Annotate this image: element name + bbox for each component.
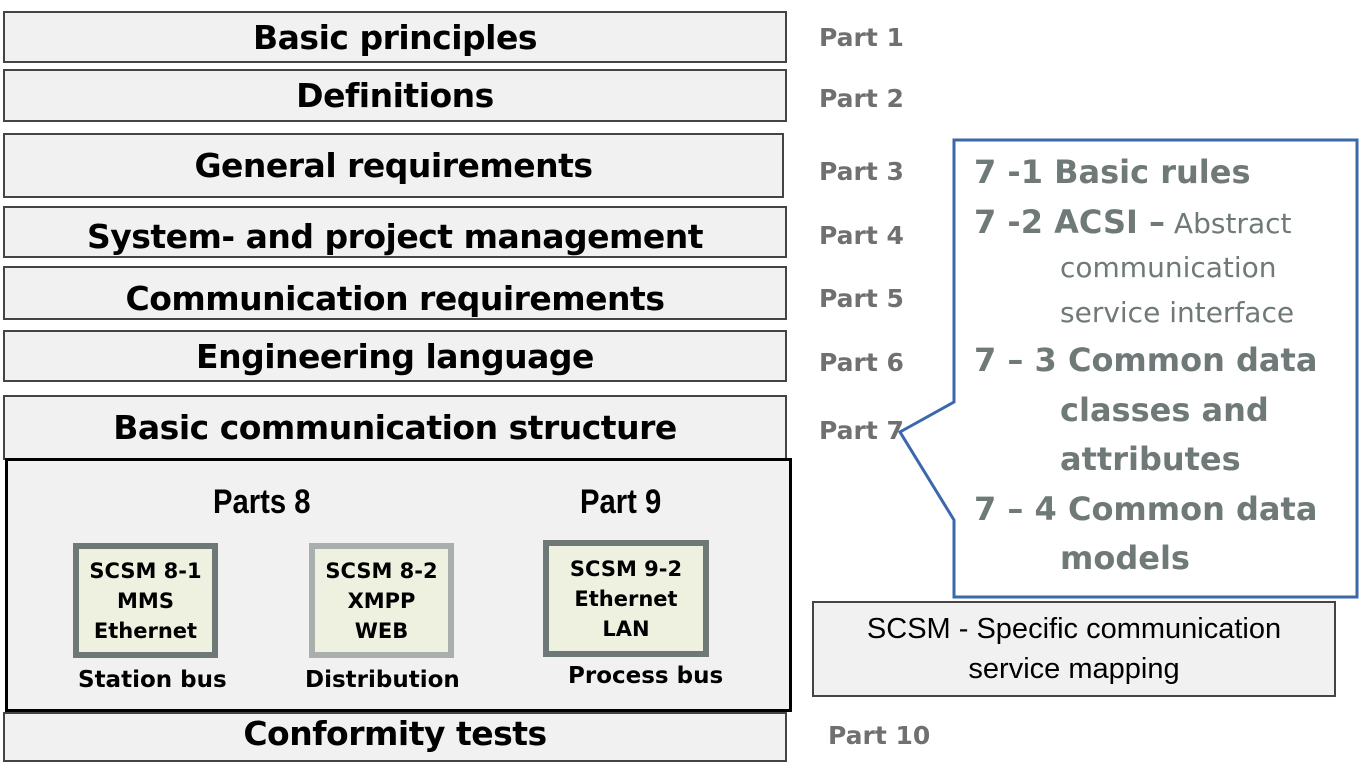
scsm-8-2-line3: WEB [354,618,409,643]
callout-item-7-3-cont1: classes and [1060,391,1269,429]
scsm-8-2-box: SCSM 8-2 XMPP WEB [309,543,454,658]
scsm-8-1-line1: SCSM 8-1 [89,558,202,583]
scsm-9-2-box: SCSM 9-2 Ethernet LAN [543,540,709,657]
row-basic-principles: Basic principles [3,11,787,63]
callout-item-7-2: 7 -2 ACSI – Abstract [974,203,1291,241]
row-communication-requirements: Communication requirements [3,266,787,320]
scsm-8-2-line2: XMPP [347,588,416,613]
scsm-definition-box: SCSM - Specific communication service ma… [812,601,1336,697]
callout-item-7-2-cont1: communication [1060,251,1277,284]
process-bus-label: Process bus [568,663,724,689]
parts-8-title: Parts 8 [213,483,311,521]
part-9-title: Part 9 [580,483,662,521]
callout-item-7-2-bold: 7 -2 ACSI – [974,203,1166,241]
part-1-label: Part 1 [819,23,904,52]
scsm-9-2-line3: LAN [602,616,650,641]
station-bus-label: Station bus [78,667,227,693]
row-system-project-management: System- and project management [3,206,787,258]
part-4-label: Part 4 [819,221,904,250]
callout-item-7-1: 7 -1 Basic rules [974,153,1251,191]
scsm-8-1-line3: Ethernet [93,618,198,643]
scsm-definition-line2: service mapping [968,653,1180,685]
callout-item-7-3-cont2: attributes [1060,440,1241,478]
scsm-8-1-box: SCSM 8-1 MMS Ethernet [73,543,218,658]
part-6-label: Part 6 [819,348,904,377]
row-engineering-language: Engineering language [3,330,787,382]
part-2-label: Part 2 [819,84,904,113]
callout-item-7-2-light: Abstract [1165,207,1292,240]
callout-item-7-3: 7 – 3 Common data [974,341,1318,379]
scsm-8-1-line2: MMS [117,588,174,613]
part-10-label: Part 10 [828,721,931,750]
callout-item-7-2-cont2: service interface [1060,296,1295,329]
distribution-label: Distribution [305,667,460,693]
row-basic-communication-structure: Basic communication structure [3,395,787,460]
callout-item-7-4: 7 – 4 Common data [974,490,1318,528]
part-7-label: Part 7 [819,416,904,445]
scsm-9-2-line2: Ethernet [574,586,678,611]
row-conformity-tests: Conformity tests [3,712,787,762]
row-general-requirements: General requirements [3,133,784,198]
scsm-definition-line1: SCSM - Specific communication [866,613,1282,645]
part-3-label: Part 3 [819,157,904,186]
scsm-9-2-line1: SCSM 9-2 [569,556,683,581]
scsm-8-2-line1: SCSM 8-2 [325,558,438,583]
part-5-label: Part 5 [819,284,904,313]
row-definitions: Definitions [3,69,787,122]
callout-item-7-4-cont1: models [1060,539,1190,577]
